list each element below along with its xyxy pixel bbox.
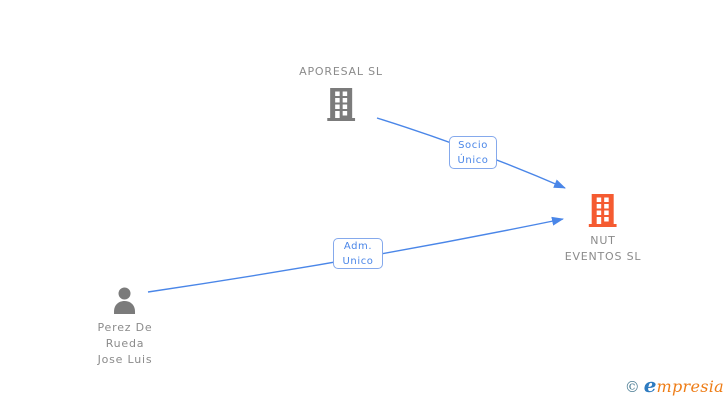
node-person-label-line3: Jose Luis [97, 353, 153, 366]
edge-label-adm-line1: Adm. [343, 240, 373, 252]
edge-label-socio-line2: Único [457, 154, 489, 166]
node-nut-label-line2: EVENTOS SL [564, 250, 642, 263]
node-person-label: Perez De Rueda Jose Luis [98, 320, 153, 368]
empresia-logo-e: e [643, 373, 657, 397]
empresia-logo: © e mpresia [625, 373, 724, 397]
edge-label-socio-unico: Socio Único [449, 136, 497, 169]
nut-building-icon [589, 194, 617, 227]
node-nut-eventos[interactable]: NUT EVENTOS SL [565, 194, 642, 265]
edge-label-socio-line1: Socio [458, 139, 488, 151]
node-person-perez[interactable]: Perez De Rueda Jose Luis [98, 286, 153, 368]
node-person-label-line2: Rueda [105, 337, 145, 350]
edge-label-adm-line2: Unico [342, 255, 374, 267]
node-nut-label-line1: NUT [590, 234, 616, 247]
edge-label-adm-unico: Adm. Unico [333, 238, 383, 269]
node-aporesal[interactable]: APORESAL SL [299, 64, 383, 121]
empresia-logo-text: mpresia [656, 377, 724, 396]
person-icon [114, 287, 136, 314]
node-person-label-line1: Perez De [97, 321, 153, 334]
copyright-symbol: © [624, 378, 640, 396]
node-nut-label: NUT EVENTOS SL [565, 233, 642, 265]
node-aporesal-label: APORESAL SL [299, 65, 383, 78]
aporesal-building-icon [326, 88, 355, 121]
